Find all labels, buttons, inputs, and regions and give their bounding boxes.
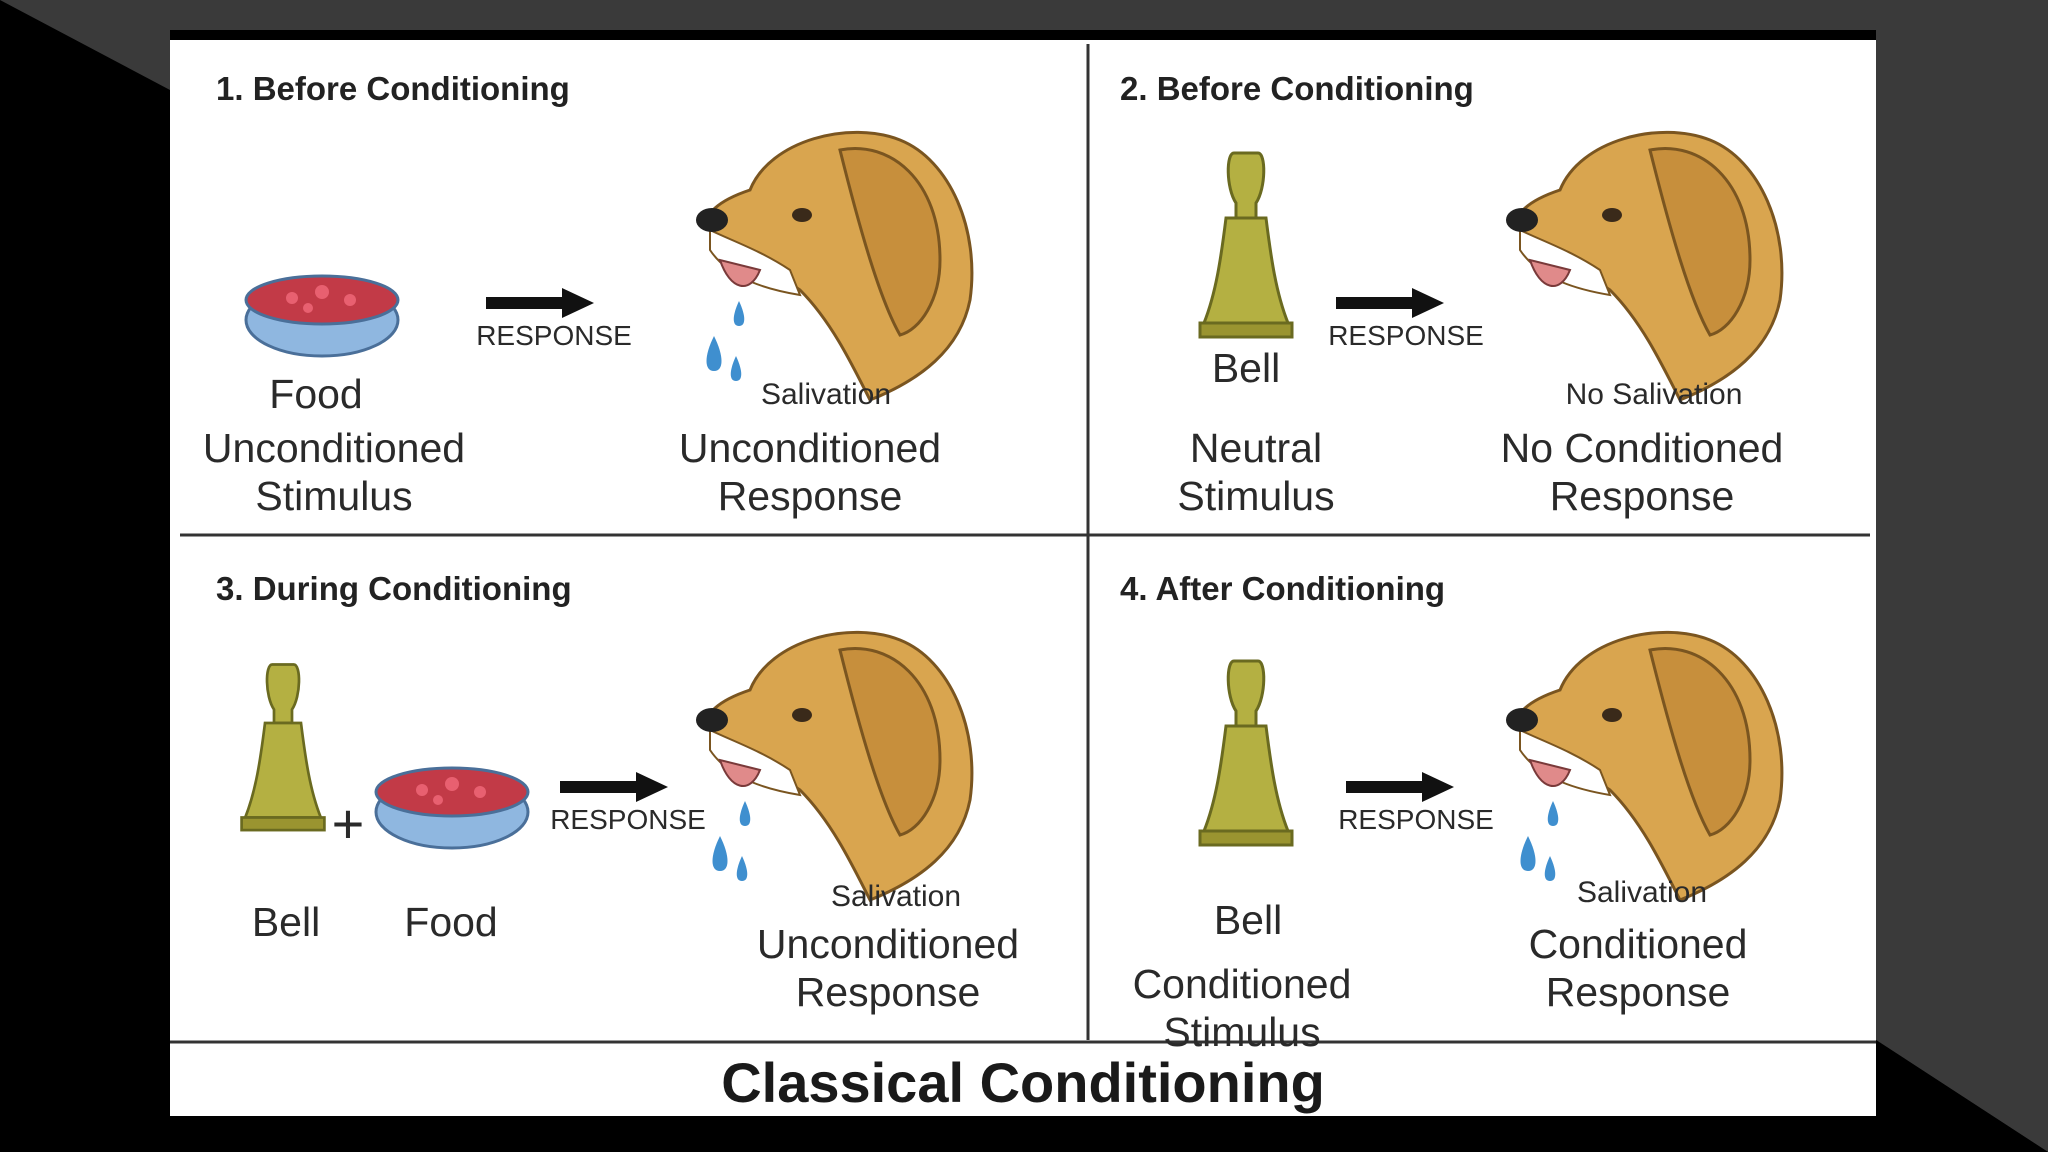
arrow-label: RESPONSE xyxy=(550,804,706,835)
diagram-card: 1. Before Conditioning Food Unconditione… xyxy=(170,40,1876,1116)
response-type-line1: Conditioned xyxy=(1528,921,1748,967)
stimulus-item-label: Bell xyxy=(251,899,321,945)
response-type-line1: Unconditioned xyxy=(756,921,1020,967)
stimulus-item-label: Food xyxy=(269,371,363,417)
dog-head-icon xyxy=(1506,130,1784,402)
saliva-drops-icon xyxy=(1520,801,1559,881)
plus-sign: + xyxy=(331,792,365,855)
bell-icon xyxy=(240,663,326,832)
stimulus-item2-label: Food xyxy=(404,899,498,945)
response-type-line2: Response xyxy=(717,473,903,519)
footer-title: Classical Conditioning xyxy=(721,1051,1325,1114)
response-type-line2: Response xyxy=(1545,969,1731,1015)
stimulus-type-line1: Neutral xyxy=(1189,425,1323,471)
saliva-drops-icon xyxy=(706,301,745,381)
saliva-drops-icon xyxy=(712,801,751,881)
stimulus-item-label: Bell xyxy=(1211,345,1281,391)
stimulus-type-line1: Unconditioned xyxy=(202,425,466,471)
arrow-label: RESPONSE xyxy=(1338,804,1494,835)
response-type-line1: Unconditioned xyxy=(678,425,942,471)
stimulus-type-line2: Stimulus xyxy=(1163,1009,1321,1055)
panel-grid xyxy=(170,44,1876,1044)
arrow-right-icon xyxy=(1346,772,1454,802)
panel-title: 2. Before Conditioning xyxy=(1120,70,1474,107)
response-type-line2: Response xyxy=(1549,473,1735,519)
food-bowl-icon xyxy=(244,274,400,358)
dog-caption: Salivation xyxy=(760,378,892,411)
panel-title: 1. Before Conditioning xyxy=(216,70,570,107)
panel-title: 4. After Conditioning xyxy=(1120,570,1446,607)
food-bowl-icon xyxy=(374,766,530,850)
bell-icon xyxy=(1198,151,1294,339)
dog-head-icon xyxy=(696,130,974,402)
dog-caption: No Salivation xyxy=(1565,378,1743,411)
dog-head-icon xyxy=(696,630,974,902)
panel-title: 3. During Conditioning xyxy=(216,570,572,607)
arrow-right-icon xyxy=(486,288,594,318)
stimulus-type-line2: Stimulus xyxy=(255,473,413,519)
arrow-right-icon xyxy=(1336,288,1444,318)
response-type-line2: Response xyxy=(795,969,981,1015)
arrow-label: RESPONSE xyxy=(1328,320,1484,351)
stimulus-item-label: Bell xyxy=(1213,897,1283,943)
bell-icon xyxy=(1198,659,1294,847)
stimulus-type-line2: Stimulus xyxy=(1177,473,1335,519)
dog-caption: Salivation xyxy=(830,880,962,913)
arrow-right-icon xyxy=(560,772,668,802)
response-type-line1: No Conditioned xyxy=(1500,425,1784,471)
dog-caption: Salivation xyxy=(1576,876,1708,909)
arrow-label: RESPONSE xyxy=(476,320,632,351)
stimulus-type-line1: Conditioned xyxy=(1132,961,1352,1007)
dog-head-icon xyxy=(1506,630,1784,902)
